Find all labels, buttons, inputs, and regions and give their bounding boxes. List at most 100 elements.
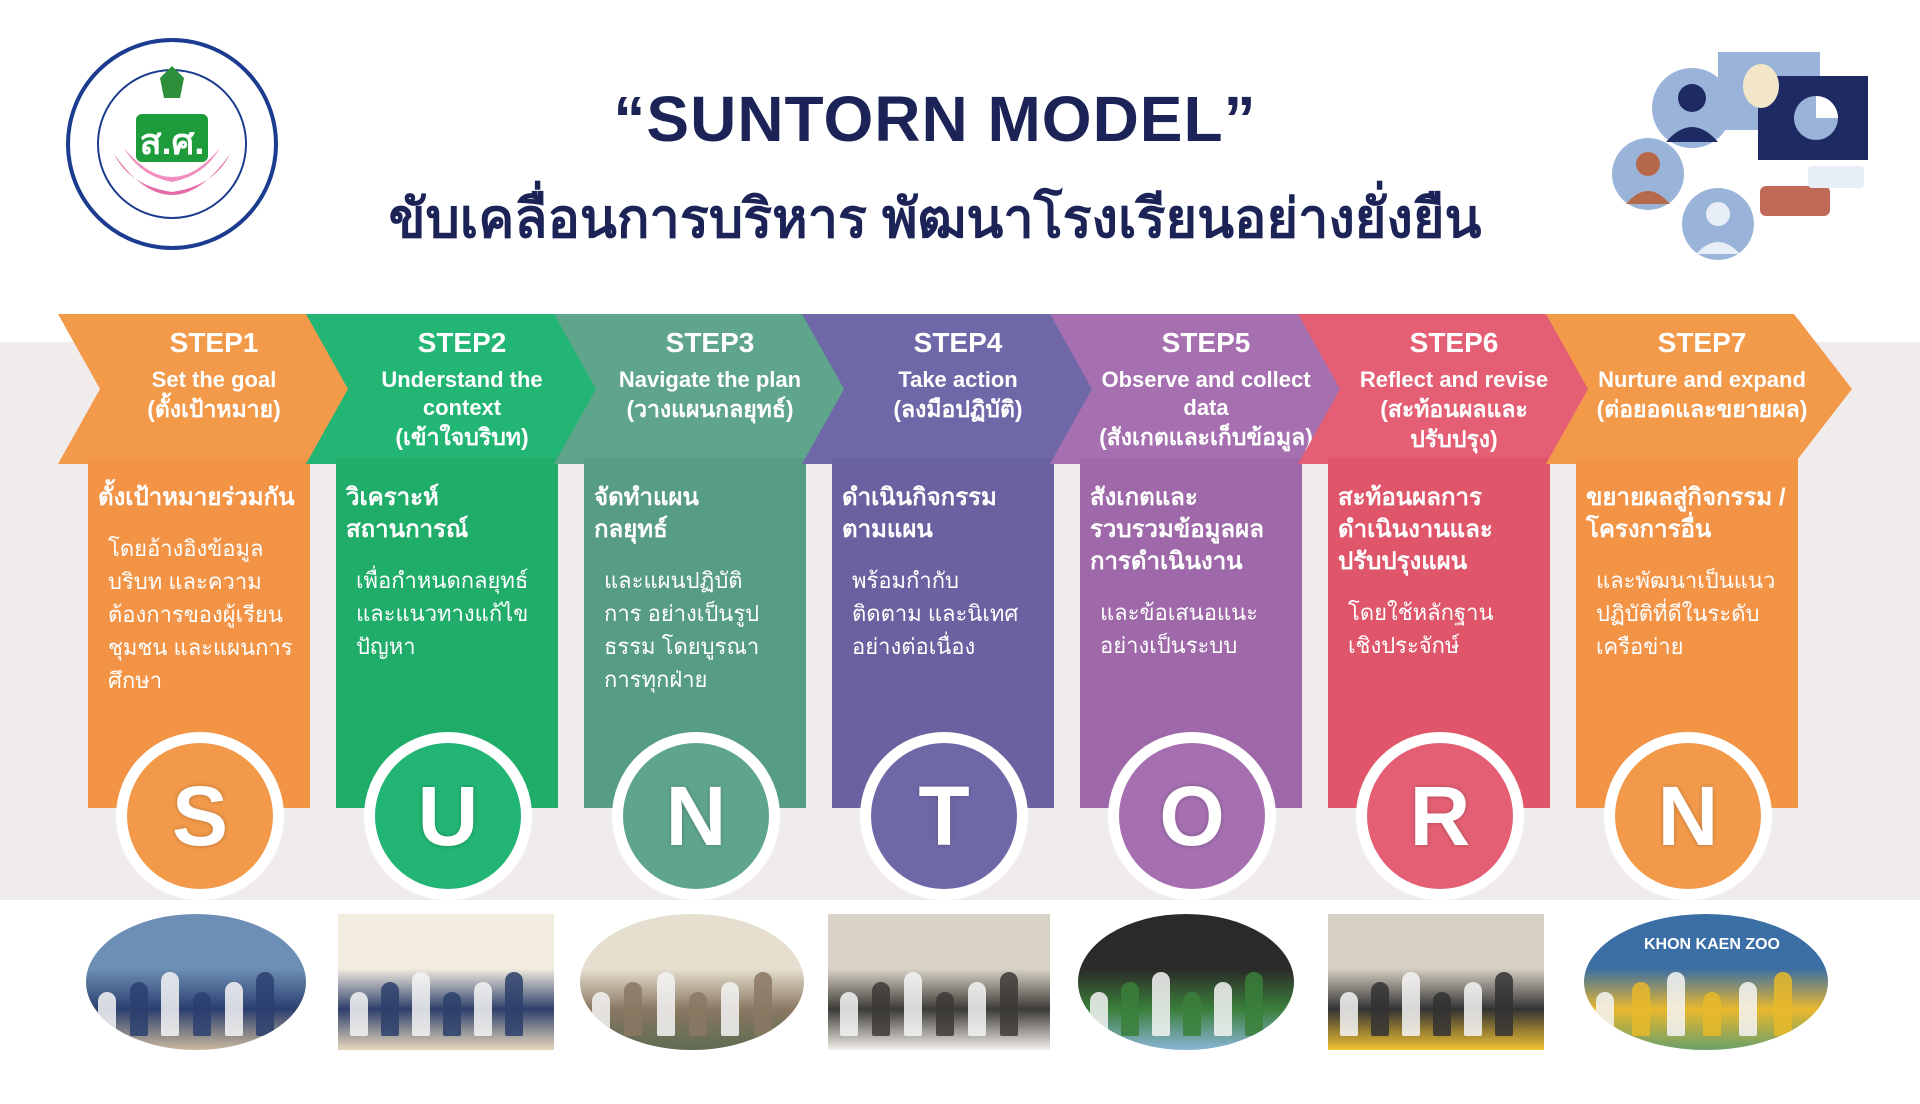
photo-figure xyxy=(1340,992,1358,1036)
photo-figure xyxy=(193,992,211,1036)
photo-figure xyxy=(1371,982,1389,1036)
photo-figure xyxy=(753,972,772,1036)
photo-figure xyxy=(1596,992,1614,1036)
step-description: และข้อเสนอแนะ อย่างเป็นระบบ xyxy=(1100,600,1258,658)
logo-initials: ส.ศ. xyxy=(140,121,205,162)
step-letter: S xyxy=(127,743,273,889)
photo-figure xyxy=(1464,982,1482,1036)
photo-figure xyxy=(1631,982,1650,1036)
step-title-en: Understand the context xyxy=(381,367,543,420)
step-title-th: (ลงมือปฏิบัติ) xyxy=(893,396,1023,422)
school-logo: ส.ศ. xyxy=(66,38,278,250)
photo-figure xyxy=(1214,982,1232,1036)
photo-figure xyxy=(1495,972,1513,1036)
step-number: STEP4 xyxy=(913,327,1003,358)
photo-figure xyxy=(350,992,368,1036)
step-heading: วิเคราะห์ สถานการณ์ xyxy=(346,484,469,543)
step-heading: ขยายผลสู่กิจกรรม / โครงการอื่น xyxy=(1586,484,1786,543)
photo-student-assembly xyxy=(828,914,1050,1050)
step-number: STEP3 xyxy=(665,327,755,358)
step-letter: O xyxy=(1119,743,1265,889)
photo-figure xyxy=(505,972,523,1036)
step-title-en: Observe and collect data xyxy=(1101,367,1311,420)
step-letter: N xyxy=(1615,743,1761,889)
step-heading: สะท้อนผลการ ดำเนินงานและ ปรับปรุงแผน xyxy=(1338,484,1493,575)
step-description: และแผนปฏิบัติ การ อย่างเป็นรูป ธรรม โดยบ… xyxy=(604,568,760,692)
team-collaboration-illustration xyxy=(1612,52,1868,260)
photo-figure xyxy=(904,972,922,1036)
step-title-th: (สังเกตและเก็บข้อมูล) xyxy=(1099,424,1313,450)
photo-figure xyxy=(161,972,180,1036)
photo-figure xyxy=(872,982,890,1036)
step-letter-circle: N xyxy=(612,732,780,900)
photo-figure xyxy=(412,972,430,1036)
step-heading: จัดทำแผน กลยุทธ์ xyxy=(594,484,699,543)
step-title-th: (วางแผนกลยุทธ์) xyxy=(626,396,794,422)
step-number: STEP2 xyxy=(417,327,507,358)
photo-figure xyxy=(381,982,399,1036)
photo-figure xyxy=(592,992,610,1036)
photo-figure xyxy=(1433,992,1451,1036)
photo-figure xyxy=(1121,982,1139,1036)
step-title-en: Set the goal xyxy=(151,367,277,392)
step-chevron xyxy=(802,314,1108,464)
step-title-th: (ต่อยอดและขยายผล) xyxy=(1596,396,1808,422)
photo-figure xyxy=(840,992,858,1036)
photo-document-review xyxy=(1328,914,1544,1050)
photo-figure xyxy=(968,982,986,1036)
step-letter: U xyxy=(375,743,521,889)
step-title-th: (สะท้อนผลและปรับปรุง) xyxy=(1380,396,1528,452)
step-title-th: (เข้าใจบริบท) xyxy=(395,424,529,450)
step-heading: ดำเนินกิจกรรม ตามแผน xyxy=(842,484,997,543)
photo-figure xyxy=(1774,972,1793,1036)
step-description: โดยอ้างอิงข้อมูล บริบท และความ ต้องการขอ… xyxy=(108,536,293,693)
photo-figure xyxy=(98,992,116,1036)
step-letter-circle: U xyxy=(364,732,532,900)
step-letter: R xyxy=(1367,743,1513,889)
step-number: STEP5 xyxy=(1161,327,1251,358)
photo-figure xyxy=(1000,972,1018,1036)
photo-figure xyxy=(656,972,675,1036)
step-chevron xyxy=(58,314,364,464)
photo-figure xyxy=(1090,992,1108,1036)
step-number: STEP6 xyxy=(1409,327,1499,358)
photo-figure xyxy=(936,992,954,1036)
photo-figure xyxy=(1183,992,1201,1036)
step-letter: N xyxy=(623,743,769,889)
photo-figure xyxy=(1245,972,1263,1036)
page-subtitle: ขับเคลื่อนการบริหาร พัฒนาโรงเรียนอย่างยั… xyxy=(388,189,1482,249)
step-title-en: Navigate the plan xyxy=(618,367,802,392)
step-letter-circle: T xyxy=(860,732,1028,900)
step-description: โดยใช้หลักฐาน เชิงประจักษ์ xyxy=(1348,600,1494,658)
step-letter-circle: S xyxy=(116,732,284,900)
photo-classroom-meeting xyxy=(86,914,306,1050)
step-number: STEP7 xyxy=(1657,327,1747,358)
photo-staff-meeting xyxy=(580,914,804,1050)
page-title: “SUNTORN MODEL” xyxy=(613,83,1257,155)
photo-figure xyxy=(443,992,461,1036)
photo-zoo-field-trip: KHON KAEN ZOO xyxy=(1584,914,1828,1050)
step-chevron xyxy=(306,314,612,464)
photo-figure xyxy=(474,982,492,1036)
photo-figure xyxy=(1402,972,1420,1036)
step-letter-circle: N xyxy=(1604,732,1772,900)
step-heading: ตั้งเป้าหมายร่วมกัน xyxy=(98,484,295,511)
photo-figure xyxy=(256,972,275,1036)
photo-figure xyxy=(624,982,643,1036)
step-chevron xyxy=(1546,314,1852,464)
photo-teacher-lecture xyxy=(338,914,554,1050)
